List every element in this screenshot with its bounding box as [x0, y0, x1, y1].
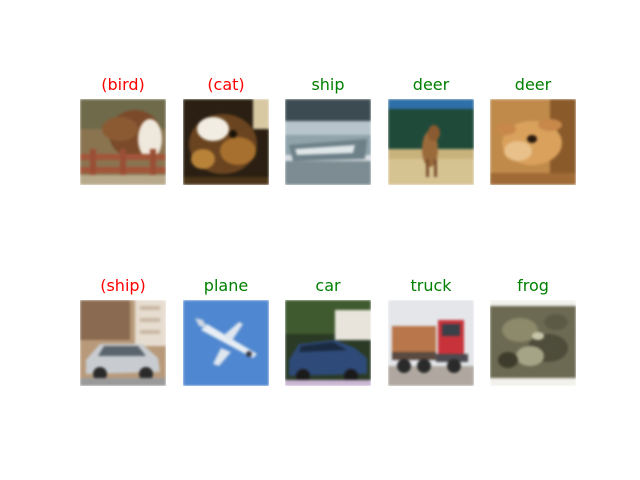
- thumbnail-car-silver: [80, 300, 166, 386]
- thumbnail-car-blue: [285, 300, 371, 386]
- prediction-label-1: (bird): [101, 75, 145, 94]
- prediction-label-4: deer: [412, 75, 450, 94]
- prediction-label-7: plane: [203, 276, 249, 295]
- thumbnail-ship: [285, 99, 371, 185]
- prediction-label-6: (ship): [100, 276, 146, 295]
- prediction-label-3: ship: [311, 75, 345, 94]
- prediction-label-8: car: [315, 276, 341, 295]
- thumbnail-frog-camouflage: [490, 300, 576, 386]
- prediction-label-5: deer: [514, 75, 552, 94]
- thumbnail-frog: [183, 99, 269, 185]
- prediction-label-9: truck: [410, 276, 452, 295]
- prediction-label-2: (cat): [207, 75, 245, 94]
- thumbnail-deer-head: [490, 99, 576, 185]
- thumbnail-deer: [388, 99, 474, 185]
- thumbnail-plane: [183, 300, 269, 386]
- thumbnail-truck: [388, 300, 474, 386]
- thumbnail-horse: [80, 99, 166, 185]
- prediction-label-10: frog: [517, 276, 549, 295]
